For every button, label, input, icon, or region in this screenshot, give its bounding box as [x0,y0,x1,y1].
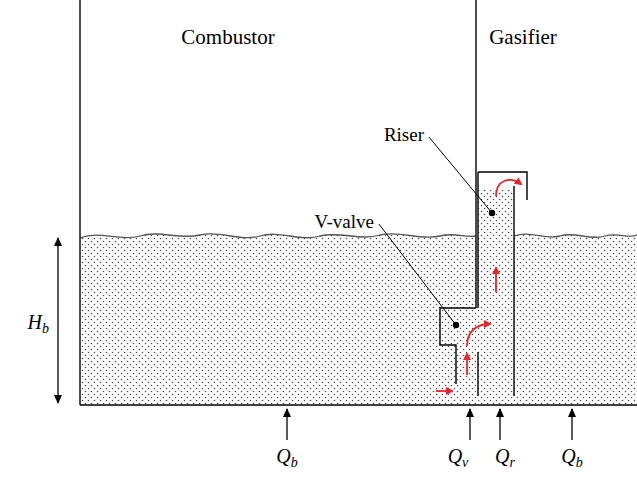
flow-label: Qv [447,445,470,467]
flow-label: Qb [275,445,298,467]
flow-label: Qr [494,445,516,467]
leader-line [379,224,456,325]
flow-label: Qb [560,445,583,467]
dimension-label: Hb [27,311,50,333]
vessel-walls [80,0,637,405]
leader-line [429,137,492,213]
leader-dot [453,322,459,328]
flow-arrows [436,180,521,391]
gas-inlet-arrows [287,409,572,440]
bed-combustor [80,234,476,405]
part-name: Riser [382,125,426,146]
leader-dot [489,210,495,216]
region-name: Gasifier [489,26,557,49]
part-name: V-valve [313,212,376,233]
height-dimension [57,238,58,403]
bed-riser [478,190,514,405]
region-name: Combustor [181,26,274,49]
bed-gasifier [514,234,637,405]
